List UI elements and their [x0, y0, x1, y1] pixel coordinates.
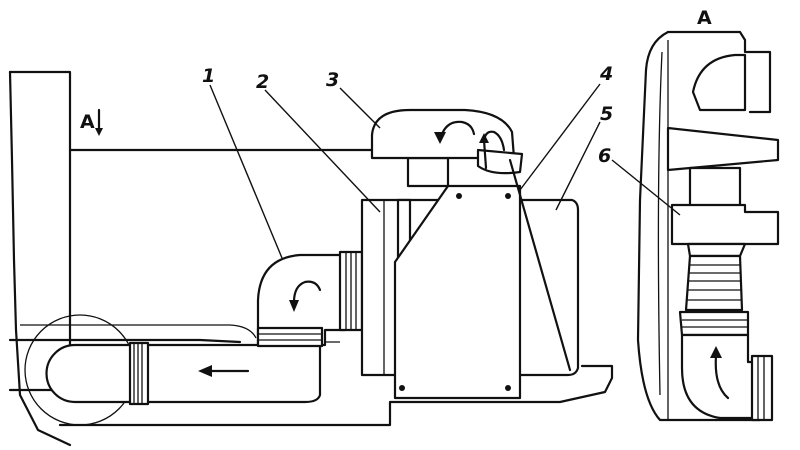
hose-elbow — [256, 250, 364, 348]
view-a-marker-label: A — [80, 111, 95, 133]
callout-3: 3 — [326, 69, 339, 91]
callout-5: 5 — [600, 103, 613, 125]
cap-bracket — [666, 53, 780, 210]
front-elbow — [678, 310, 774, 422]
callout-4: 4 — [599, 63, 613, 85]
vehicle-frame — [8, 70, 614, 447]
lower-intake-hose — [45, 341, 322, 406]
side-view: A — [8, 70, 614, 447]
front-view-a: A — [611, 7, 780, 422]
cab-wall — [636, 30, 772, 422]
clamp-flange — [670, 203, 780, 258]
cover-plate — [393, 184, 522, 400]
view-a-indicator: A — [80, 108, 103, 136]
flex-bellows — [684, 254, 744, 312]
callout-2: 2 — [256, 71, 269, 93]
callout-labels: 1 2 3 4 5 6 — [202, 63, 613, 167]
riser-duct — [406, 156, 450, 188]
view-a-title: A — [697, 7, 712, 29]
callout-1: 1 — [202, 65, 215, 87]
callout-leader-6 — [611, 159, 681, 216]
callout-6: 6 — [598, 145, 611, 167]
airflow-arrows — [198, 120, 506, 377]
callout-leaders — [209, 83, 601, 259]
